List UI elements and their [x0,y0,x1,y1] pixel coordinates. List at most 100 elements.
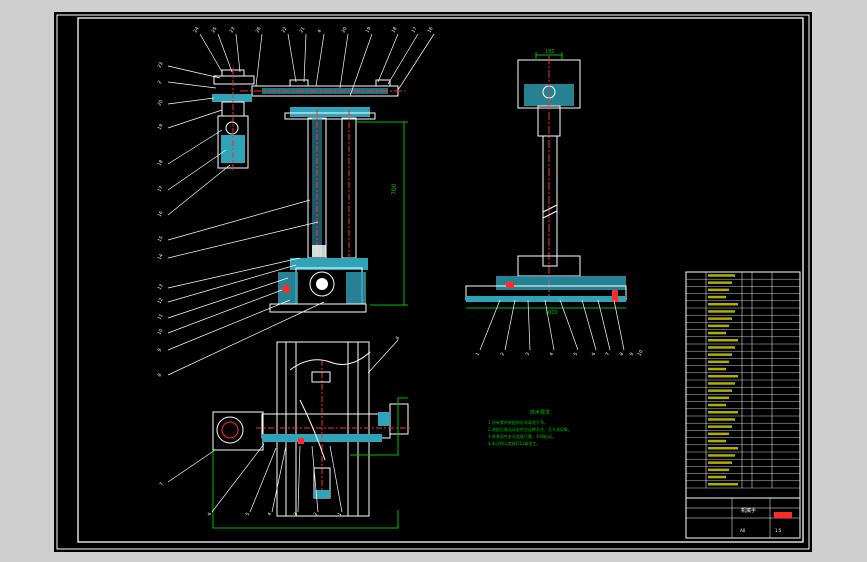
front-top-callout: 24 [193,26,201,34]
front-left-callout: 23 [157,61,165,69]
parts-row-text-mark [708,331,726,335]
parts-row-text-mark [708,475,726,479]
parts-row-text-mark [708,324,729,328]
parts-row-text-mark [708,367,726,371]
parts-row-text-mark [708,403,726,407]
plan-callout: 1 [337,511,344,517]
front-top-callout: 26 [255,26,263,34]
tech-note-line: 3.各紧固件必须连接可靠，不得松动。 [488,433,556,439]
front-left-callout: 13 [157,283,165,291]
side-bottom-callout: 7 [605,351,612,357]
inner-frame [77,17,804,543]
plan-callout: 5 [245,511,252,517]
technical-requirements: 技术要求 1.所有零件装配前必须清洗干净。2.装配后各运动部件应运转灵活，无卡滞… [488,409,572,446]
side-bottom-callout: 1 [475,351,482,357]
side-bottom-callout: 6 [591,351,598,357]
side-view: 180 1000 [465,49,627,351]
front-top-callout: 25 [211,26,219,34]
parts-row-text-mark [708,274,735,277]
front-top-callout: 4 [317,28,324,34]
side-bottom-callout: 5 [573,351,580,357]
tech-note-line: 4.未注明公差按IT12级加工。 [488,440,541,446]
drawing-name: 机械手 [741,507,756,514]
front-top-callout: 18 [391,26,399,34]
parts-row-text-mark [708,483,738,486]
parts-row-text-mark [708,375,738,378]
front-left-callout: 10 [157,328,165,336]
parts-list-table [685,271,801,499]
front-top-callout: 22 [281,26,289,34]
front-top-callouts: 24 25 23 26 22 21 4 20 19 18 17 16 [193,26,435,34]
tech-note-line: 2.装配后各运动部件应运转灵活，无卡滞现象。 [488,426,572,432]
parts-row-text-mark [708,411,738,414]
front-top-callout: 21 [299,26,307,34]
parts-row-text-mark [708,468,729,472]
side-top-dimension: 180 [545,49,555,55]
parts-row-text-mark [708,425,732,428]
plan-corner-callout: 8 [395,335,402,341]
plan-callout: 3 [293,511,300,517]
drawing-sheet-size: A0 [740,528,746,533]
tech-notes-title: 技术要求 [530,409,550,416]
title-block: 机械手 1:5 A0 [685,497,801,539]
plan-view [167,339,410,529]
parts-row-text-mark [708,317,732,320]
parts-row-text-mark [708,339,738,342]
front-left-callout: 14 [157,253,165,261]
plan-callout: 2 [313,511,320,517]
front-left-callout: 11 [157,313,165,321]
side-base-dimension: 1000 [545,310,558,316]
front-left-callout: 16 [157,210,165,218]
drawing-scale: 1:5 [775,528,782,533]
front-left-callout: 2 [157,79,164,85]
side-bottom-callout: 10 [637,349,645,357]
parts-row-text-mark [708,461,732,464]
parts-row-text-mark [708,447,738,450]
parts-row-text-mark [708,382,735,385]
front-left-callout: 20 [157,99,165,107]
parts-row-text-mark [708,288,729,292]
side-bottom-callout: 2 [500,351,507,357]
parts-row-text-mark [708,281,732,284]
front-left-callout: 18 [157,159,165,167]
parts-row-text-mark [708,439,726,443]
front-left-callout: 8 [157,372,164,378]
front-left-callout: 12 [157,297,165,305]
parts-row-text-mark [708,454,735,457]
parts-row-text-mark [708,310,735,313]
parts-row-text-mark [708,360,729,364]
side-bottom-callout: 9 [629,351,636,357]
front-left-callout: 9 [157,347,164,353]
front-view: 700 [167,33,435,376]
parts-row-text-mark [708,295,726,299]
height-dimension-label: 700 [391,183,398,195]
side-bottom-callout: 4 [549,351,556,357]
parts-row-text-mark [708,389,732,392]
parts-row-text-mark [708,396,729,400]
front-left-callout: 15 [157,235,165,243]
parts-row-text-mark [708,353,732,356]
front-left-callout: 17 [157,185,165,193]
drawing-sheet [54,12,812,552]
parts-row-text-mark [708,418,735,421]
front-top-callout: 19 [365,26,373,34]
plan-callout: 4 [267,511,274,517]
front-left-callouts: 23 2 20 19 18 17 16 15 14 13 12 11 10 9 8 [157,61,165,378]
parts-row-text-mark [708,303,738,306]
side-bottom-callout: 3 [525,351,532,357]
outer-border [56,14,810,550]
parts-row-text-mark [708,432,729,436]
front-left-callout: 19 [157,123,165,131]
front-top-callout: 23 [229,26,237,34]
plan-callouts: 7 6 5 4 3 2 1 8 [159,335,402,517]
front-top-callout: 16 [427,26,435,34]
plan-callout: 7 [159,481,166,487]
front-top-callout: 17 [411,26,419,34]
side-bottom-callout: 8 [619,351,626,357]
tech-note-line: 1.所有零件装配前必须清洗干净。 [488,419,548,425]
front-top-callout: 20 [341,26,349,34]
plan-callout: 6 [207,511,214,517]
parts-row-text-mark [708,346,735,349]
